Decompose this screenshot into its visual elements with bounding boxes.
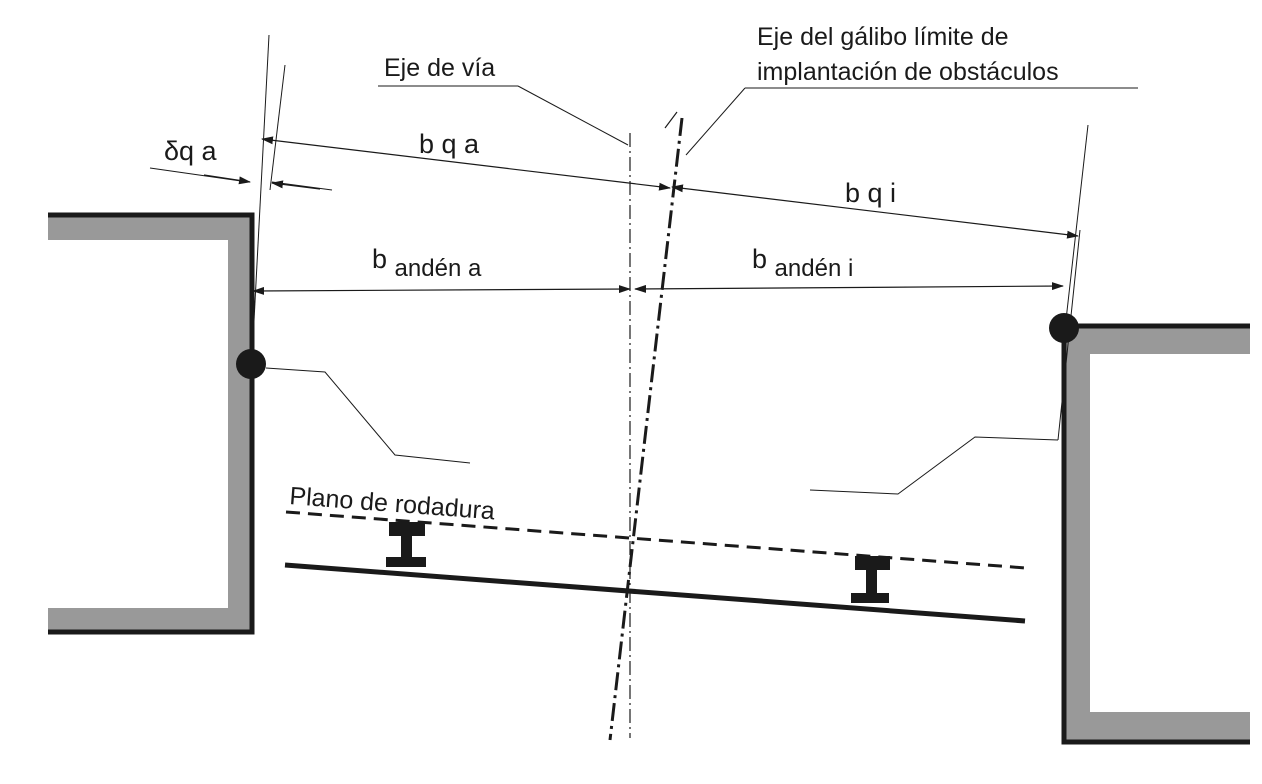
rolling-plane-label: Plano de rodadura [289,482,496,525]
rolling-plane-line [285,510,1027,570]
dimension-arrows [203,111,1079,295]
sleeper-line [284,562,1026,624]
left-platform [48,212,266,635]
b-anden-a-label: b andén a [372,244,482,282]
right-rail-icon [851,556,890,603]
track-axis-label: Eje de vía [384,54,495,82]
b-anden-i-letter: b [752,244,767,274]
b-anden-a-letter: b [372,244,387,274]
gauge-axis-label-line1: Eje del gálibo límite de [757,23,1009,51]
leader-lines [149,34,1138,495]
b-anden-i-label: b andén i [752,244,853,282]
right-platform-edge-point [1049,313,1079,343]
right-platform [1049,313,1250,745]
b-q-a-label: b q a [419,129,480,159]
b-anden-i-dimension [634,282,1064,293]
delta-q-a-label: δq a [164,136,218,166]
b-anden-i-subscript: andén i [775,255,854,282]
b-q-a-dimension [261,136,671,191]
left-platform-edge-point [236,349,266,379]
gauge-axis-line [608,117,684,741]
left-rail-icon [386,522,426,567]
b-q-i-dimension [671,184,1079,239]
gauge-axis-label-line2: implantación de obstáculos [757,58,1059,86]
b-anden-a-subscript: andén a [395,255,482,282]
b-q-i-label: b q i [845,178,896,208]
b-anden-a-dimension [252,285,631,295]
